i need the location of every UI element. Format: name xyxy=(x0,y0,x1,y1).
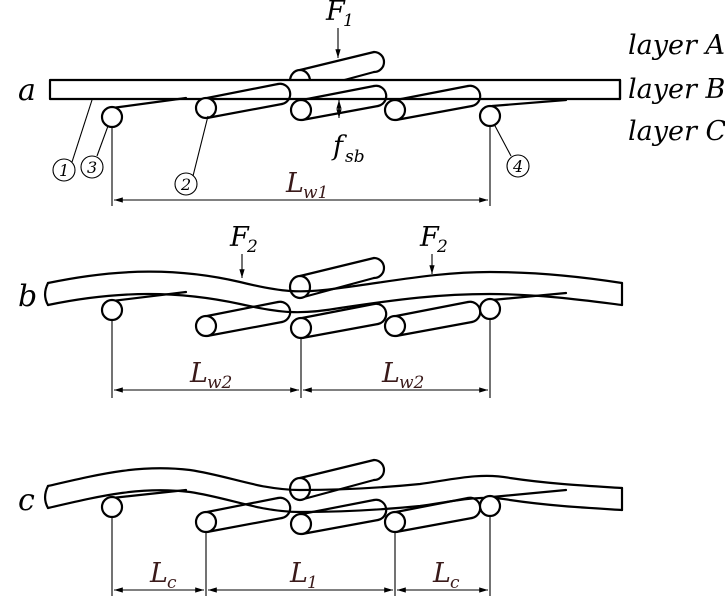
callout-3: 3 xyxy=(87,158,97,177)
lw2-left-label: L xyxy=(189,358,208,389)
force-f1-label: F xyxy=(325,0,346,27)
layer-c-label: layer C xyxy=(628,116,725,147)
rods-layer-c-b xyxy=(100,290,568,340)
lw1-subscript: w1 xyxy=(303,183,328,203)
force-f2-right-label: F xyxy=(419,222,440,253)
callout-4: 4 xyxy=(512,157,523,176)
layer-b-label: layer B xyxy=(628,74,725,105)
panel-c: c xyxy=(18,458,624,596)
force-f2-right: F 2 xyxy=(419,222,448,274)
callout-2: 2 xyxy=(180,175,191,194)
panel-a: a xyxy=(18,0,725,206)
bar-layer-b xyxy=(48,78,622,101)
force-f2-right-subscript: 2 xyxy=(436,237,448,257)
lc-right-label: L xyxy=(432,558,451,589)
l1-subscript: 1 xyxy=(307,573,318,593)
dimension-lc-l1: L c L 1 L c xyxy=(111,516,491,596)
dimension-lw1: L w1 xyxy=(111,126,491,206)
lc-right-subscript: c xyxy=(450,573,460,593)
lw2-right-subscript: w2 xyxy=(399,373,424,393)
lw2-left-subscript: w2 xyxy=(207,373,232,393)
force-f2-left-subscript: 2 xyxy=(246,237,258,257)
bent-bar-b xyxy=(43,270,624,314)
dimension-lw2: L w2 L w2 xyxy=(111,319,491,398)
force-f1: F 1 xyxy=(325,0,354,58)
force-f2-left: F 2 xyxy=(229,222,258,278)
panel-label-b: b xyxy=(18,279,37,314)
panel-label-c: c xyxy=(18,483,35,518)
panel-b: b xyxy=(18,222,624,398)
lc-left-label: L xyxy=(149,558,168,589)
l1-label: L xyxy=(289,558,308,589)
lc-left-subscript: c xyxy=(167,573,177,593)
lw2-right-label: L xyxy=(381,358,400,389)
rod-layer-c-top xyxy=(288,458,386,502)
deflection-subscript: sb xyxy=(345,147,365,167)
callout-1: 1 xyxy=(59,161,69,180)
force-f2-left-label: F xyxy=(229,222,250,253)
wavy-bar-c xyxy=(43,467,624,514)
lw1-label: L xyxy=(285,168,304,199)
callouts: 1 2 3 4 xyxy=(52,99,530,196)
panel-label-a: a xyxy=(18,73,36,108)
force-f1-subscript: 1 xyxy=(343,11,354,31)
rods-layer-c-c xyxy=(100,488,568,536)
layer-a-label: layer A xyxy=(628,30,725,61)
